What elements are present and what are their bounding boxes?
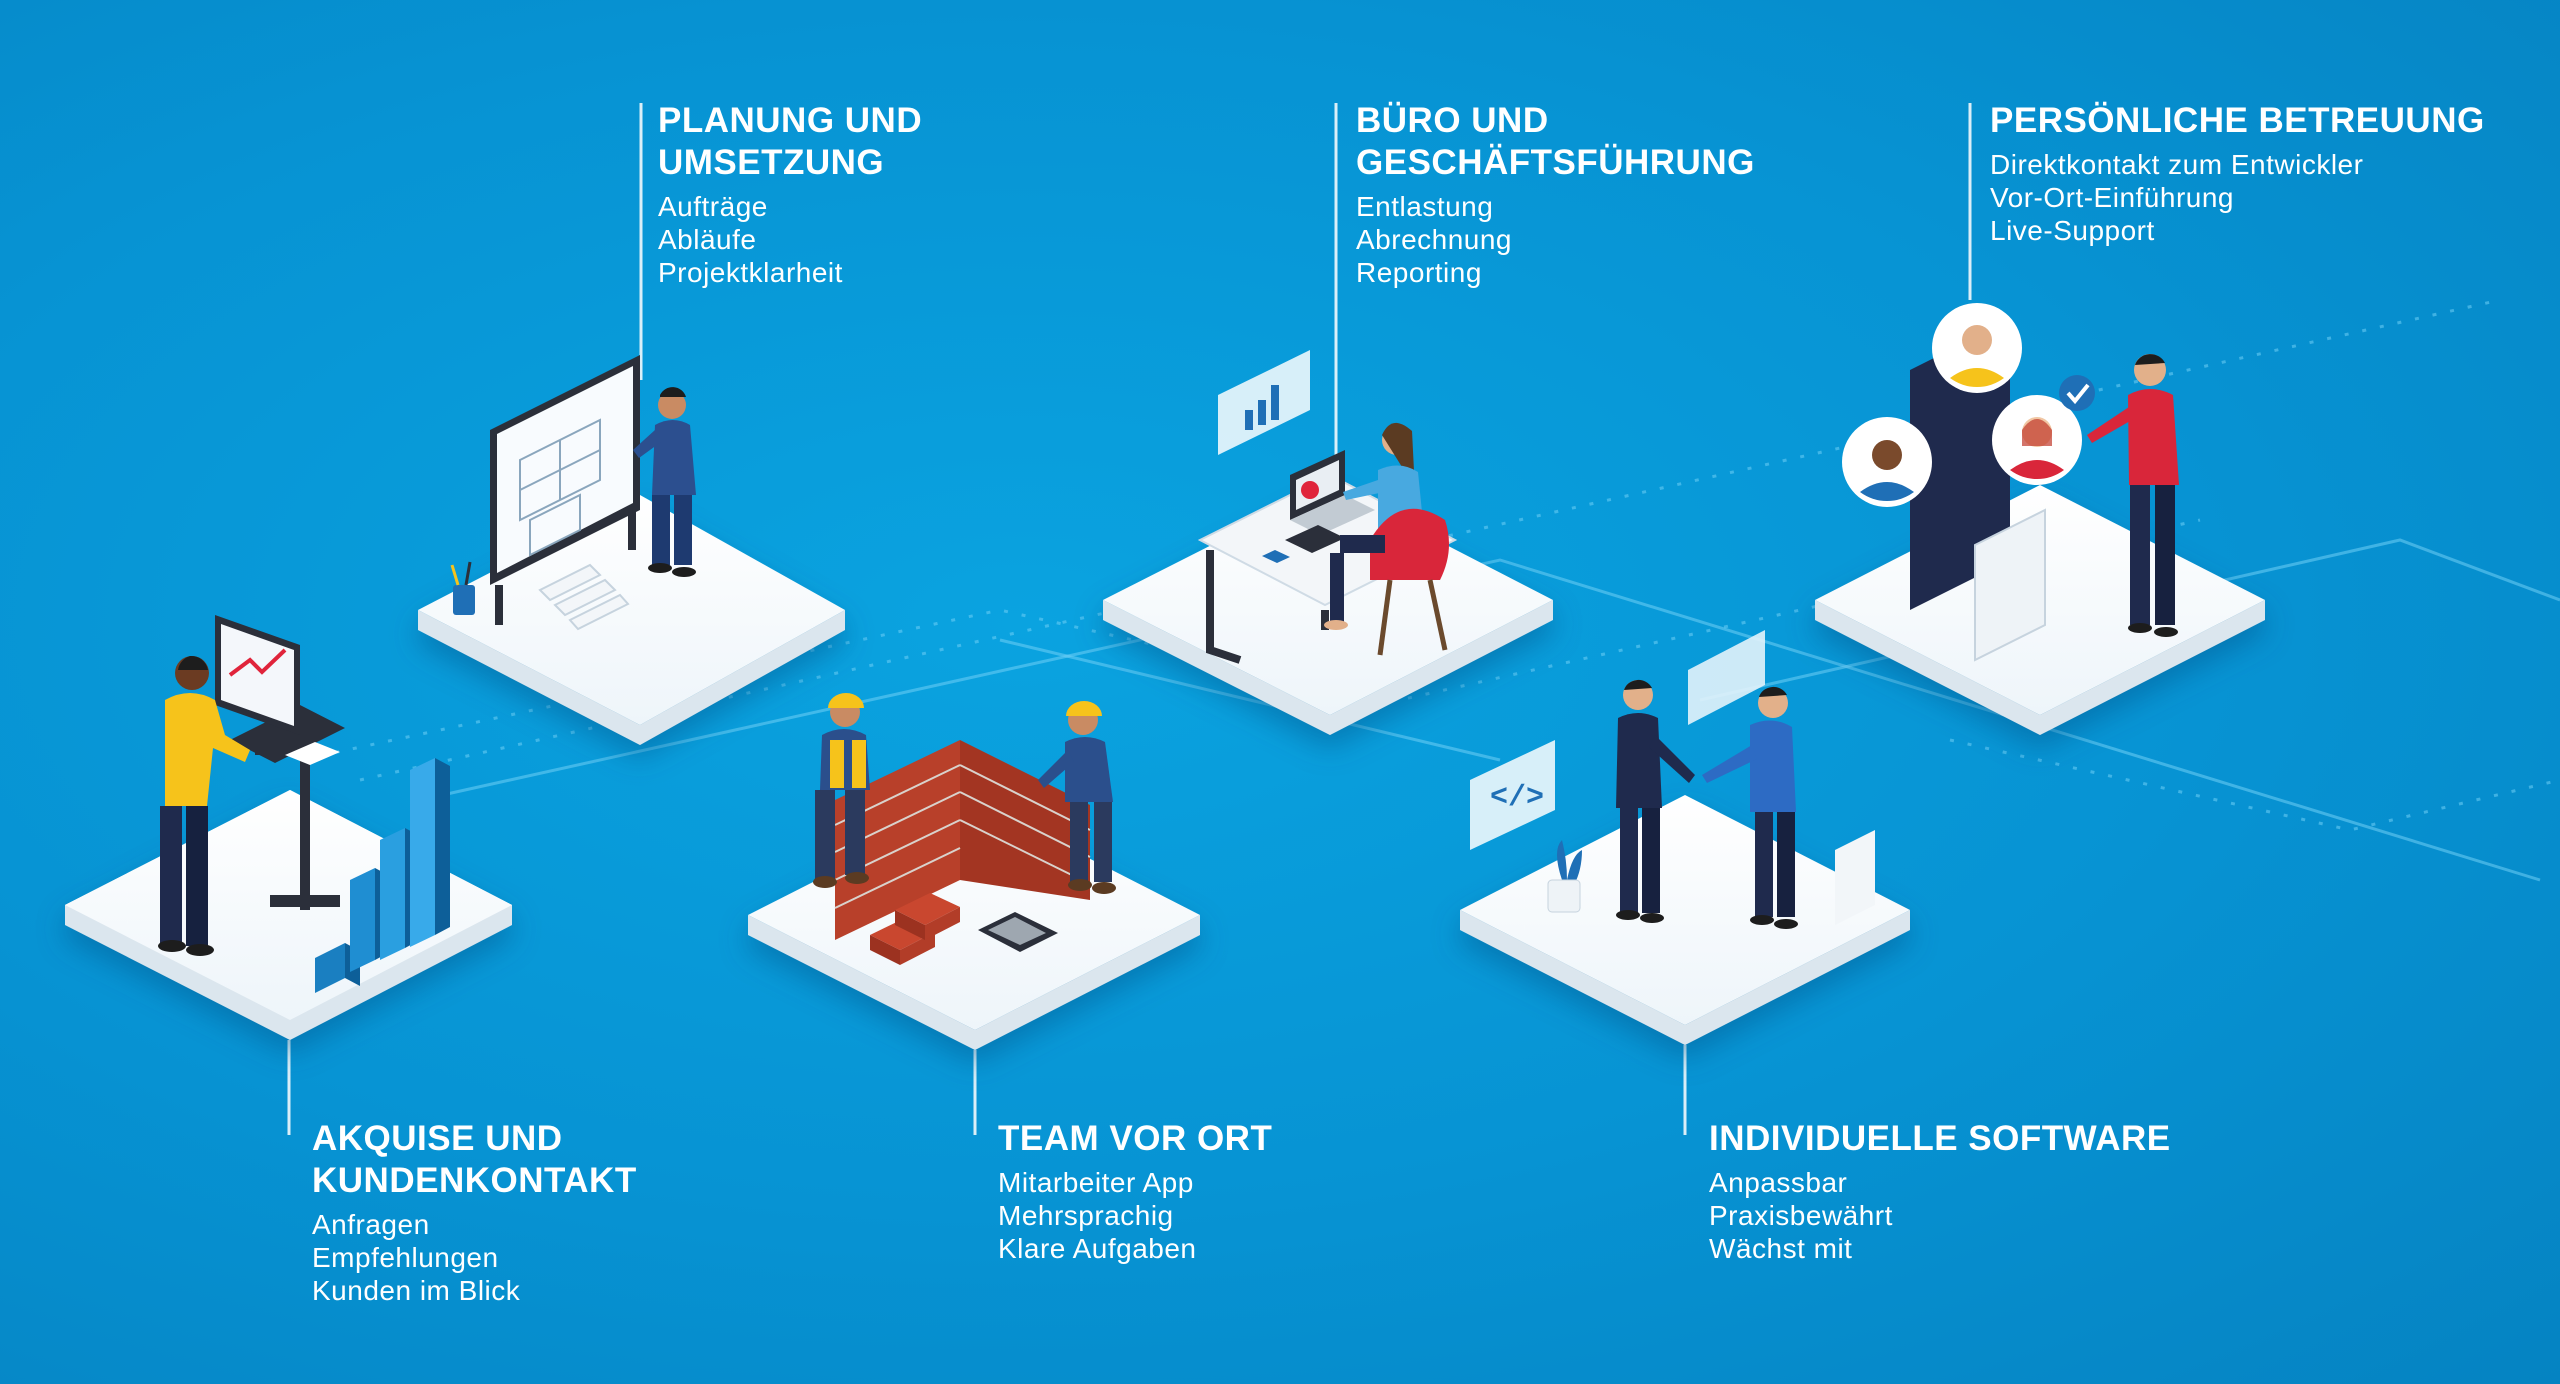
section-items: Anpassbar Praxisbewährt Wächst mit [1709, 1166, 2269, 1265]
buero-scene [1197, 350, 1458, 664]
code-icon: </> [1490, 781, 1544, 815]
list-item: Klare Aufgaben [998, 1233, 1197, 1264]
planung-scene [450, 355, 696, 631]
software-scene: </> [1470, 630, 1875, 929]
list-item: Aufträge [658, 191, 768, 222]
section-software: INDIVIDUELLE SOFTWARE Anpassbar Praxisbe… [1709, 1118, 2269, 1265]
section-items: Direktkontakt zum Entwickler Vor-Ort-Ein… [1990, 148, 2550, 247]
section-title: AKQUISE UND KUNDENKONTAKT [312, 1119, 637, 1200]
section-title: INDIVIDUELLE SOFTWARE [1709, 1119, 2171, 1158]
team-scene [813, 693, 1116, 965]
avatar [1842, 417, 1932, 507]
section-buero: BÜRO UND GESCHÄFTSFÜHRUNG Entlastung Abr… [1356, 100, 1826, 289]
section-akquise: AKQUISE UND KUNDENKONTAKT Anfragen Empfe… [312, 1118, 742, 1307]
list-item: Empfehlungen [312, 1242, 499, 1273]
section-items: Entlastung Abrechnung Reporting [1356, 190, 1826, 289]
platform-software [1460, 795, 1910, 1045]
list-item: Reporting [1356, 257, 1482, 288]
list-item: Projektklarheit [658, 257, 843, 288]
list-item: Anfragen [312, 1209, 430, 1240]
section-items: Mitarbeiter App Mehrsprachig Klare Aufga… [998, 1166, 1398, 1265]
guide-lines [639, 103, 1972, 480]
section-title: BÜRO UND GESCHÄFTSFÜHRUNG [1356, 101, 1755, 182]
section-title: TEAM VOR ORT [998, 1119, 1273, 1158]
list-item: Mehrsprachig [998, 1200, 1174, 1231]
section-team: TEAM VOR ORT Mitarbeiter App Mehrsprachi… [998, 1118, 1398, 1265]
section-betreuung: PERSÖNLICHE BETREUUNG Direktkontakt zum … [1990, 100, 2550, 247]
bar-chart-icon [315, 758, 450, 993]
section-planung: PLANUNG UND UMSETZUNG Aufträge Abläufe P… [658, 100, 988, 289]
list-item: Entlastung [1356, 191, 1494, 222]
list-item: Praxisbewährt [1709, 1200, 1893, 1231]
avatar [1932, 303, 2022, 393]
platform-planung [418, 495, 845, 745]
avatar [1992, 395, 2082, 485]
guide-lines-bottom [287, 1040, 1687, 1135]
akquise-scene [158, 615, 450, 993]
section-title: PLANUNG UND UMSETZUNG [658, 101, 923, 182]
list-item: Kunden im Blick [312, 1275, 521, 1306]
list-item: Wächst mit [1709, 1233, 1853, 1264]
list-item: Abläufe [658, 224, 757, 255]
list-item: Live-Support [1990, 215, 2155, 246]
list-item: Mitarbeiter App [998, 1167, 1194, 1198]
list-item: Abrechnung [1356, 224, 1513, 255]
list-item: Vor-Ort-Einführung [1990, 182, 2234, 213]
list-item: Direktkontakt zum Entwickler [1990, 149, 2364, 180]
check-icon [2059, 375, 2095, 411]
section-items: Anfragen Empfehlungen Kunden im Blick [312, 1208, 742, 1307]
section-items: Aufträge Abläufe Projektklarheit [658, 190, 988, 289]
section-title: PERSÖNLICHE BETREUUNG [1990, 101, 2485, 140]
betreuung-scene [1842, 303, 2179, 662]
list-item: Anpassbar [1709, 1167, 1848, 1198]
